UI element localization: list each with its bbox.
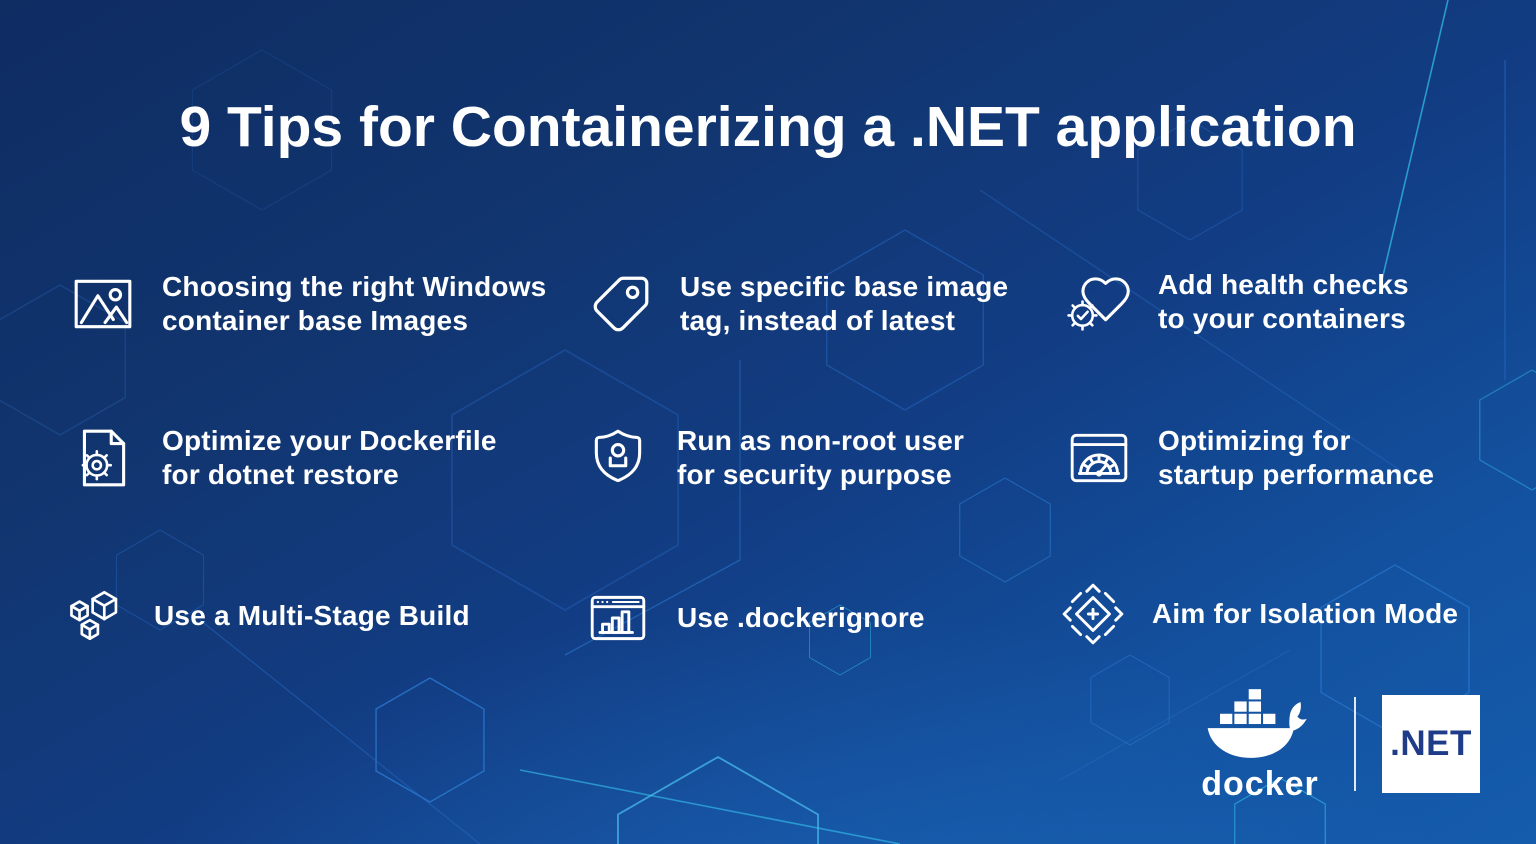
multi-stage-cubes-icon <box>62 583 128 649</box>
docker-wordmark: docker <box>1201 765 1319 803</box>
page-title: 9 Tips for Containerizing a .NET applica… <box>179 95 1357 159</box>
tip-multi-stage-build: Use a Multi-Stage Build <box>62 570 470 662</box>
tip-text: Add health checks to your containers <box>1158 268 1409 334</box>
tip-text: Choosing the right Windows container bas… <box>162 270 547 336</box>
tip-text: Use a Multi-Stage Build <box>154 599 470 631</box>
tip-text: Optimize your Dockerfile for dotnet rest… <box>162 424 497 490</box>
tip-text: Use .dockerignore <box>677 601 925 633</box>
dotnet-label: .NET <box>1390 723 1472 763</box>
tip-text: Run as non-root user for security purpos… <box>677 424 965 490</box>
shield-user-icon <box>585 425 651 491</box>
footer-logos: docker .NET <box>1192 683 1480 804</box>
dockerfile-gear-icon <box>70 425 136 491</box>
tip-windows-base-images: Choosing the right Windows container bas… <box>70 258 546 350</box>
tip-health-checks: Add health checks to your containers <box>1066 256 1409 348</box>
tip-non-root-user: Run as non-root user for security purpos… <box>585 412 964 504</box>
dockerignore-window-icon <box>585 585 651 651</box>
tip-specific-base-tag: Use specific base image tag, instead of … <box>588 258 1008 350</box>
gauge-icon <box>1066 425 1132 491</box>
isolation-mode-icon <box>1060 581 1126 647</box>
tip-text: Optimizing for startup performance <box>1158 424 1435 490</box>
image-icon <box>70 271 136 337</box>
docker-whale-icon <box>1207 689 1307 758</box>
tip-text: Use specific base image tag, instead of … <box>680 270 1009 336</box>
tip-isolation-mode: Aim for Isolation Mode <box>1060 568 1458 660</box>
tip-startup-performance: Optimizing for startup performance <box>1066 412 1434 504</box>
tip-text: Aim for Isolation Mode <box>1152 597 1459 629</box>
tip-optimize-dockerfile: Optimize your Dockerfile for dotnet rest… <box>70 412 497 504</box>
tip-dockerignore: Use .dockerignore <box>585 572 925 664</box>
tag-icon <box>588 271 654 337</box>
health-checks-icon <box>1066 269 1132 335</box>
logo-divider <box>1354 696 1356 791</box>
dotnet-logo: .NET <box>1382 694 1480 793</box>
docker-logo: docker <box>1192 683 1328 804</box>
